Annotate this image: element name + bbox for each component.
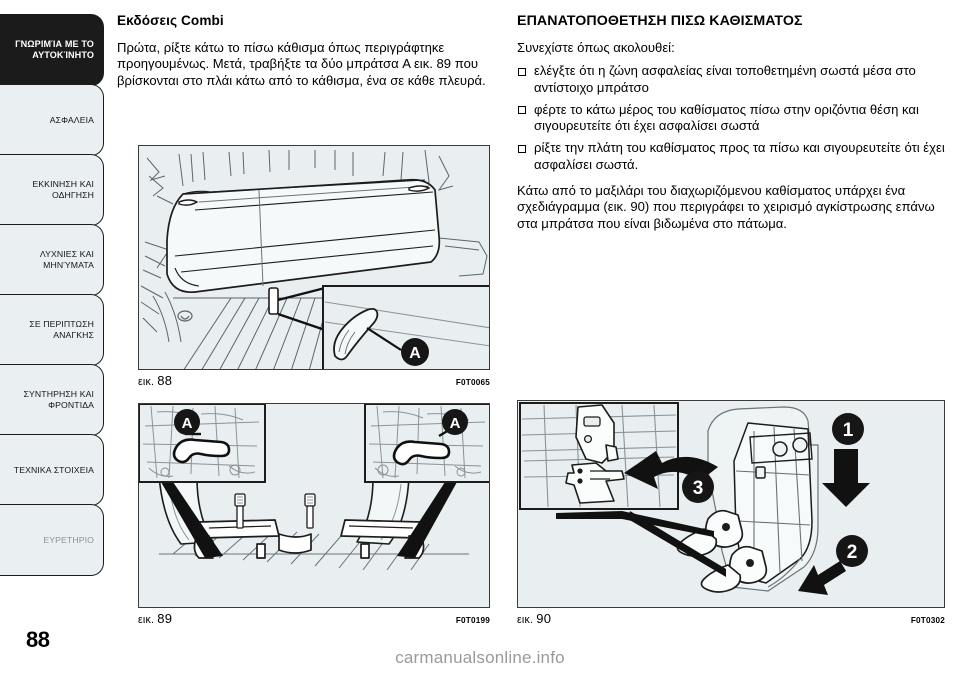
rear-seat-folded-illustration: A (139, 146, 489, 369)
sidebar-item-label: ΑΣΦΑΛΕΙΑ (49, 114, 94, 125)
square-bullet-icon (518, 144, 526, 153)
list-item-text: ρίξτε την πλάτη του καθίσματος προς τα π… (534, 140, 945, 172)
left-text-column: Εκδόσεις Combi Πρώτα, ρίξτε κάτω το πίσω… (117, 13, 492, 100)
list-item: φέρτε το κάτω μέρος του καθίσματος πίσω … (517, 102, 945, 135)
list-item-text: ελέγξτε ότι η ζώνη ασφαλείας είναι τοποθ… (534, 63, 916, 95)
page-number: 88 (26, 627, 50, 652)
figure-88-caption: εικ. 88 F0T0065 (138, 373, 490, 388)
sidebar-item-safety[interactable]: ΑΣΦΑΛΕΙΑ (0, 84, 104, 156)
sidebar-item-index[interactable]: ΕΥΡΕΤΗΡΙΟ (0, 504, 104, 576)
figure-90-image: 3 1 2 (517, 400, 945, 608)
right-column-intro: Συνεχίστε όπως ακολουθεί: (517, 40, 675, 55)
square-bullet-icon (518, 67, 526, 76)
figure-89: A A εικ. 89 F0T0199 (138, 403, 490, 626)
seat-release-levers-illustration: A A (139, 404, 489, 607)
figure-code: F0T0302 (910, 616, 945, 625)
callout-badge-3 (682, 471, 714, 503)
figure-88: A εικ. 88 F0T0065 (138, 145, 490, 388)
sidebar-item-label: ΕΥΡΕΤΗΡΙΟ (43, 534, 94, 545)
left-column-paragraph: Πρώτα, ρίξτε κάτω το πίσω κάθισμα όπως π… (117, 40, 486, 88)
figure-caption-text: εικ. 89 (138, 611, 173, 626)
figure-code: F0T0199 (455, 616, 490, 625)
list-item-text: φέρτε το κάτω μέρος του καθίσματος πίσω … (534, 101, 919, 134)
right-text-column: ΕΠΑΝΑΤΟΠΟΘΕΤΗΣΗ ΠΙΣΩ ΚΑΘΙΣΜΑΤΟΣ Συνεχίστ… (517, 13, 945, 243)
callout-badge-1 (832, 413, 864, 445)
instruction-bullet-list: ελέγξτε ότι η ζώνη ασφαλείας είναι τοποθ… (517, 63, 945, 173)
callout-label-3: 3 (693, 478, 704, 499)
figure-89-caption: εικ. 89 F0T0199 (138, 611, 490, 626)
list-item: ρίξτε την πλάτη του καθίσματος προς τα π… (517, 140, 945, 173)
callout-label-a-left: A (182, 415, 193, 432)
left-column-heading: Εκδόσεις Combi (117, 13, 224, 28)
figure-caption-text: εικ. 90 (517, 611, 552, 626)
square-bullet-icon (518, 106, 526, 115)
callout-badge-2 (836, 535, 868, 567)
sidebar-item-technical-data[interactable]: ΤΕΧΝΙΚΑ ΣΤΟΙΧΕΙΑ (0, 434, 104, 506)
figure-caption-text: εικ. 88 (138, 373, 173, 388)
seat-anchoring-diagram-illustration: 3 1 2 (518, 401, 944, 607)
figure-90: 3 1 2 εικ. 90 F0T0302 (517, 400, 945, 626)
figure-code: F0T0065 (455, 378, 490, 387)
callout-label-a: A (409, 345, 421, 362)
site-watermark: carmanualsonline.info (395, 648, 565, 667)
callout-label-a-right: A (450, 415, 461, 432)
figure-90-caption: εικ. 90 F0T0302 (517, 611, 945, 626)
figure-89-image: A A (138, 403, 490, 608)
callout-label-2: 2 (847, 542, 858, 563)
right-column-closing: Κάτω από το μαξιλάρι του διαχωριζόμενου … (517, 183, 935, 231)
callout-label-1: 1 (843, 420, 854, 441)
figure-88-image: A (138, 145, 490, 370)
right-column-heading: ΕΠΑΝΑΤΟΠΟΘΕΤΗΣΗ ΠΙΣΩ ΚΑΘΙΣΜΑΤΟΣ (517, 13, 803, 29)
list-item: ελέγξτε ότι η ζώνη ασφαλείας είναι τοποθ… (517, 63, 945, 96)
sidebar-item-label: ΤΕΧΝΙΚΑ ΣΤΟΙΧΕΙΑ (13, 464, 94, 475)
